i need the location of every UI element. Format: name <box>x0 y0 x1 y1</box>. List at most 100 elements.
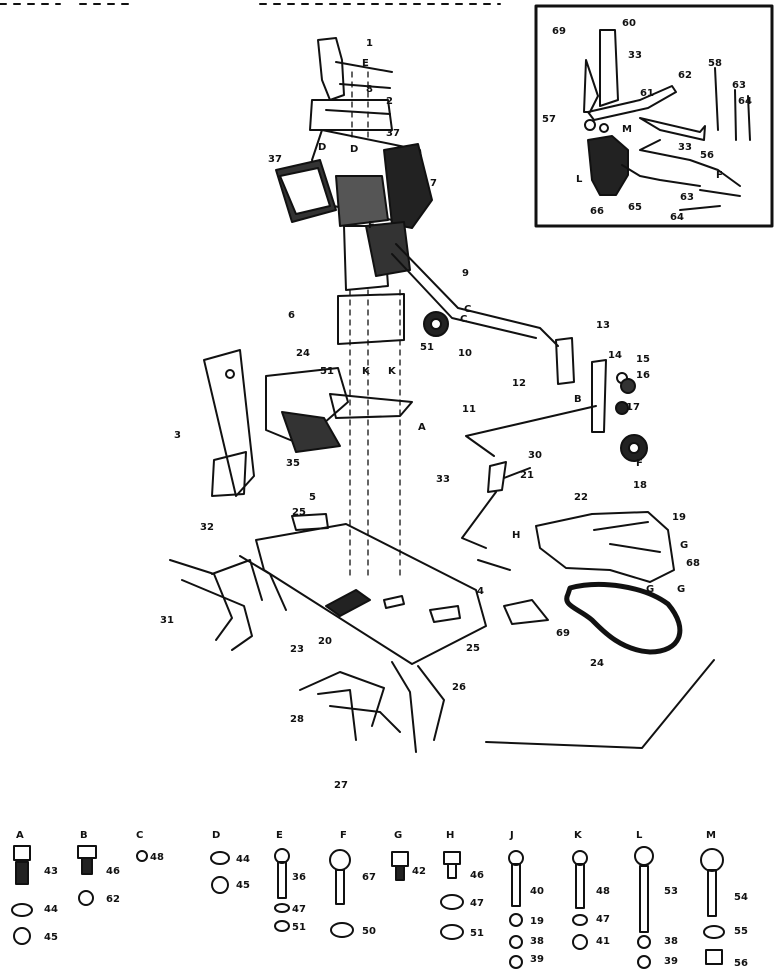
hardware-labels: A434445B4662C48D4445E364751F6750G42H4647… <box>16 830 748 969</box>
hardware-part-E-36: 36 <box>292 872 306 883</box>
callout-C: C <box>460 314 467 325</box>
inset-callout-63: 63 <box>680 192 694 203</box>
inset-callout-60: 60 <box>622 18 636 29</box>
callout-6: 6 <box>288 310 295 321</box>
hardware-part-C-48: 48 <box>150 852 164 863</box>
hardware-letter-L: L <box>636 830 643 841</box>
callout-17: 17 <box>626 402 640 413</box>
callout-10: 10 <box>458 348 472 359</box>
callout-13: 13 <box>596 320 610 331</box>
callout-F: F <box>636 458 643 469</box>
callout-51: 51 <box>420 342 434 353</box>
inset-callout-62: 62 <box>678 70 692 81</box>
hardware-part-B-62: 62 <box>106 894 120 905</box>
hardware-part-F-67: 67 <box>362 872 376 883</box>
tine-shield <box>255 513 487 665</box>
callout-15: 15 <box>636 354 650 365</box>
shift-linkage <box>391 243 648 571</box>
callout-D: D <box>318 142 326 153</box>
belt-cover <box>503 511 683 655</box>
callout-B: B <box>574 394 582 405</box>
inset-callout-63: 63 <box>732 80 746 91</box>
hardware-part-L-38: 38 <box>664 936 678 947</box>
inset-callout-F: F <box>716 170 723 181</box>
engine-assembly <box>275 37 433 345</box>
inset-callout-61: 61 <box>640 88 654 99</box>
callout-D: D <box>350 144 358 155</box>
hardware-letter-G: G <box>394 830 402 841</box>
inset-callout-M: M <box>622 124 632 135</box>
callout-37: 37 <box>268 154 282 165</box>
hardware-letter-A: A <box>16 830 24 841</box>
hardware-part-J-39: 39 <box>530 954 544 965</box>
callout-5: 5 <box>309 492 316 503</box>
hardware-part-L-53: 53 <box>664 886 678 897</box>
hardware-part-H-51: 51 <box>470 928 484 939</box>
hardware-part-D-45: 45 <box>236 880 250 891</box>
hardware-letter-C: C <box>136 830 143 841</box>
callout-22: 22 <box>574 492 588 503</box>
callout-1: 1 <box>366 38 373 49</box>
callout-25: 25 <box>292 507 306 518</box>
hardware-part-M-56: 56 <box>734 958 748 969</box>
hardware-part-G-42: 42 <box>412 866 426 877</box>
inset-callout-57: 57 <box>542 114 556 125</box>
inset-callout-69: 69 <box>552 26 566 37</box>
inset-callout-66: 66 <box>590 206 604 217</box>
hardware-part-E-51: 51 <box>292 922 306 933</box>
inset-callout-64: 64 <box>670 212 684 223</box>
callout-32: 32 <box>200 522 214 533</box>
callout-33: 33 <box>436 474 450 485</box>
callout-21: 21 <box>520 470 534 481</box>
hardware-part-J-38: 38 <box>530 936 544 947</box>
inset-callout-33: 33 <box>678 142 692 153</box>
hardware-part-F-50: 50 <box>362 926 376 937</box>
hardware-letter-D: D <box>212 830 220 841</box>
hardware-letter-E: E <box>276 830 283 841</box>
callout-19: 19 <box>672 512 686 523</box>
inset-detail <box>534 4 774 228</box>
callout-G: G <box>677 584 685 595</box>
callout-4: 4 <box>477 586 484 597</box>
inset-callout-58: 58 <box>708 58 722 69</box>
callout-28: 28 <box>290 714 304 725</box>
callout-69: 69 <box>556 628 570 639</box>
callout-7: 7 <box>430 178 437 189</box>
callout-16: 16 <box>636 370 650 381</box>
callout-35: 35 <box>286 458 300 469</box>
callout-2: 2 <box>386 96 393 107</box>
hardware-letter-B: B <box>80 830 88 841</box>
callout-27: 27 <box>334 780 348 791</box>
hardware-part-L-39: 39 <box>664 956 678 967</box>
hardware-part-B-46: 46 <box>106 866 120 877</box>
hardware-letter-M: M <box>706 830 716 841</box>
hardware-part-A-44: 44 <box>44 904 58 915</box>
callout-68: 68 <box>686 558 700 569</box>
depth-bracket <box>203 349 413 497</box>
callout-8: 8 <box>366 84 373 95</box>
callout-12: 12 <box>512 378 526 389</box>
hardware-part-K-48: 48 <box>596 886 610 897</box>
callout-F: F <box>368 220 375 231</box>
callout-11: 11 <box>462 404 476 415</box>
hardware-letter-K: K <box>574 830 583 841</box>
callout-C: C <box>464 304 471 315</box>
callout-20: 20 <box>318 636 332 647</box>
hardware-part-M-54: 54 <box>734 892 748 903</box>
inset-callout-33: 33 <box>628 50 642 61</box>
callout-25: 25 <box>466 643 480 654</box>
inset-callout-64: 64 <box>738 96 752 107</box>
hardware-letter-J: J <box>509 830 514 841</box>
callout-26: 26 <box>452 682 466 693</box>
hardware-letter-H: H <box>446 830 454 841</box>
inset-callout-56: 56 <box>700 150 714 161</box>
callout-E: E <box>362 58 369 69</box>
hardware-letter-F: F <box>340 830 347 841</box>
inset-callout-L: L <box>576 174 583 185</box>
callout-24: 24 <box>296 348 310 359</box>
hardware-part-D-44: 44 <box>236 854 250 865</box>
hardware-part-H-46: 46 <box>470 870 484 881</box>
callout-18: 18 <box>633 480 647 491</box>
